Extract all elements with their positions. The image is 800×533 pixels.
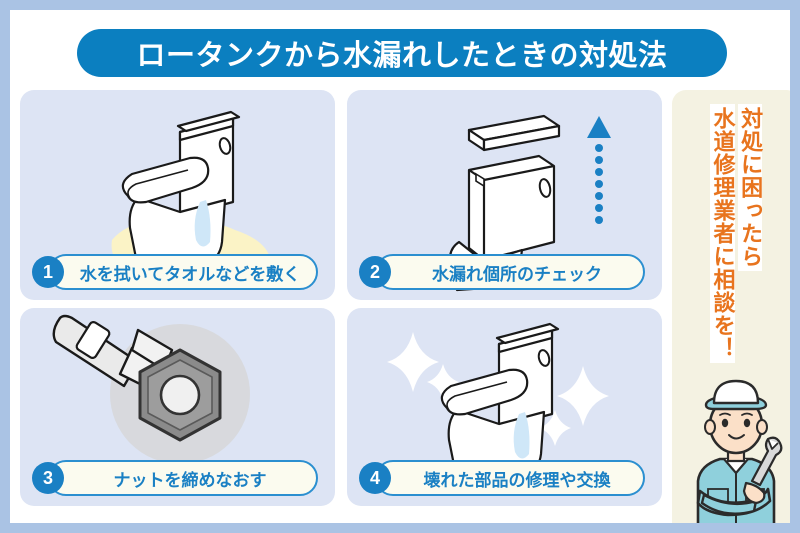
wrench-and-nut-illustration bbox=[52, 314, 250, 464]
step-4-badge: 4 bbox=[359, 462, 391, 494]
step-4-label: 壊れた部品の修理や交換 bbox=[423, 470, 611, 490]
step-1-label-bar: 1 水を拭いてタオルなどを敷く bbox=[32, 254, 318, 290]
page-title-bar: ロータンクから水漏れしたときの対処法 bbox=[77, 29, 727, 77]
vertical-text-block: 対処に困ったら 水道修理業者に相談を！ bbox=[672, 104, 790, 404]
plumber-mascot-icon bbox=[696, 379, 783, 523]
page-title: ロータンクから水漏れしたときの対処法 bbox=[136, 40, 668, 72]
step-panel-1: 1 水を拭いてタオルなどを敷く bbox=[20, 90, 335, 300]
step-1-badge: 1 bbox=[32, 256, 64, 288]
step-3-badge: 3 bbox=[32, 462, 64, 494]
vertical-text-column-2: 水道修理業者に相談を！ bbox=[709, 104, 736, 363]
step-2-label: 水漏れ個所のチェック bbox=[432, 264, 602, 284]
step-panel-4: 4 壊れた部品の修理や交換 bbox=[347, 308, 662, 506]
step-panel-3: 3 ナットを締めなおす bbox=[20, 308, 335, 506]
step-2-badge: 2 bbox=[359, 256, 391, 288]
vertical-text-column-1: 対処に困ったら bbox=[737, 104, 763, 271]
step-3-label-bar: 3 ナットを締めなおす bbox=[32, 460, 318, 496]
step-panel-2: 2 水漏れ個所のチェック bbox=[347, 90, 662, 300]
step-4-label-bar: 4 壊れた部品の修理や交換 bbox=[359, 460, 645, 496]
step-3-label: ナットを締めなおす bbox=[113, 470, 267, 490]
step-1-label: 水を拭いてタオルなどを敷く bbox=[79, 264, 301, 284]
call-to-action-sidebar: 対処に困ったら 水道修理業者に相談を！ bbox=[672, 90, 790, 523]
step-2-label-bar: 2 水漏れ個所のチェック bbox=[359, 254, 645, 290]
